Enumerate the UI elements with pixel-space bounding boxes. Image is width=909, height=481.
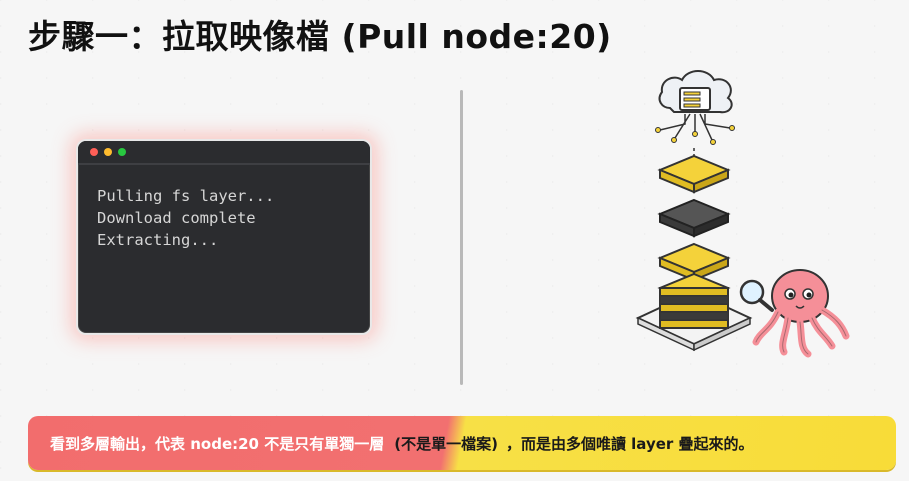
- terminal-line: Extracting...: [97, 231, 219, 249]
- layer-block: [657, 154, 731, 194]
- stacked-layers: [657, 272, 731, 329]
- maximize-dot-icon: [118, 148, 126, 156]
- cloud-server-icon: [655, 70, 735, 145]
- terminal-output: Pulling fs layer... Download complete Ex…: [78, 165, 370, 251]
- magnifying-glass-icon: [739, 279, 774, 312]
- minimize-dot-icon: [104, 148, 112, 156]
- page-title: 步驟一：拉取映像檔 (Pull node:20): [28, 17, 612, 56]
- layer-block: [657, 198, 731, 238]
- terminal-line: Download complete: [97, 209, 256, 227]
- terminal-line: Pulling fs layer...: [97, 187, 275, 205]
- layer-block: [657, 242, 731, 282]
- layer-illustration: [635, 70, 850, 358]
- caption-text-note: (不是單一檔案): [394, 434, 498, 453]
- terminal-window: Pulling fs layer... Download complete Ex…: [76, 139, 372, 335]
- terminal-title-bar: [78, 141, 370, 165]
- caption-text-tail: ，而是由多個唯讀 layer 疊起來的。: [505, 434, 754, 453]
- layer-stack-icon: [635, 154, 753, 352]
- caption-banner: 看到多層輸出，代表 node:20 不是只有單獨一層 (不是單一檔案) ，而是由…: [28, 416, 896, 470]
- close-dot-icon: [90, 148, 98, 156]
- vertical-divider: [460, 90, 463, 385]
- octopus-mascot-icon: [752, 269, 850, 358]
- caption-text-main: 看到多層輸出，代表 node:20 不是只有單獨一層: [50, 434, 385, 453]
